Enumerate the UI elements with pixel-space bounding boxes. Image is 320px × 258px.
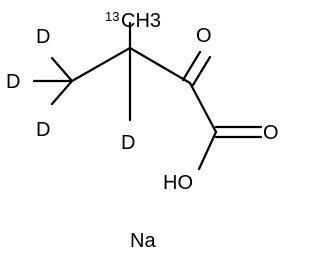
bond-cd3-to-d-top [50,56,74,83]
hydroxyl-label: HO [163,172,193,194]
bond-c2-ketone-inner [191,55,212,87]
bond-c1-to-oh [197,130,218,171]
deuterium-label-center: D [121,132,135,154]
bond-cd3-to-d-lower [50,79,74,106]
methyl-group-label: CH3 [121,10,161,32]
bond-c3-to-c2 [128,46,192,85]
bond-c2-to-c1 [188,81,218,134]
chemical-structure: 13 CH3 D D D D O O HO Na [6,9,279,252]
bond-cd3-to-c3 [70,46,132,83]
sodium-counterion-label: Na [130,230,156,252]
bond-c2-ketone-outer [181,50,202,82]
deuterium-label-lower: D [36,119,50,141]
deuterium-label-left: D [6,71,20,93]
deuterium-label-top: D [36,26,50,48]
carbonyl-oxygen-label: O [263,122,279,144]
isotope-label: 13 [105,9,119,24]
ketone-oxygen-label: O [196,25,212,47]
